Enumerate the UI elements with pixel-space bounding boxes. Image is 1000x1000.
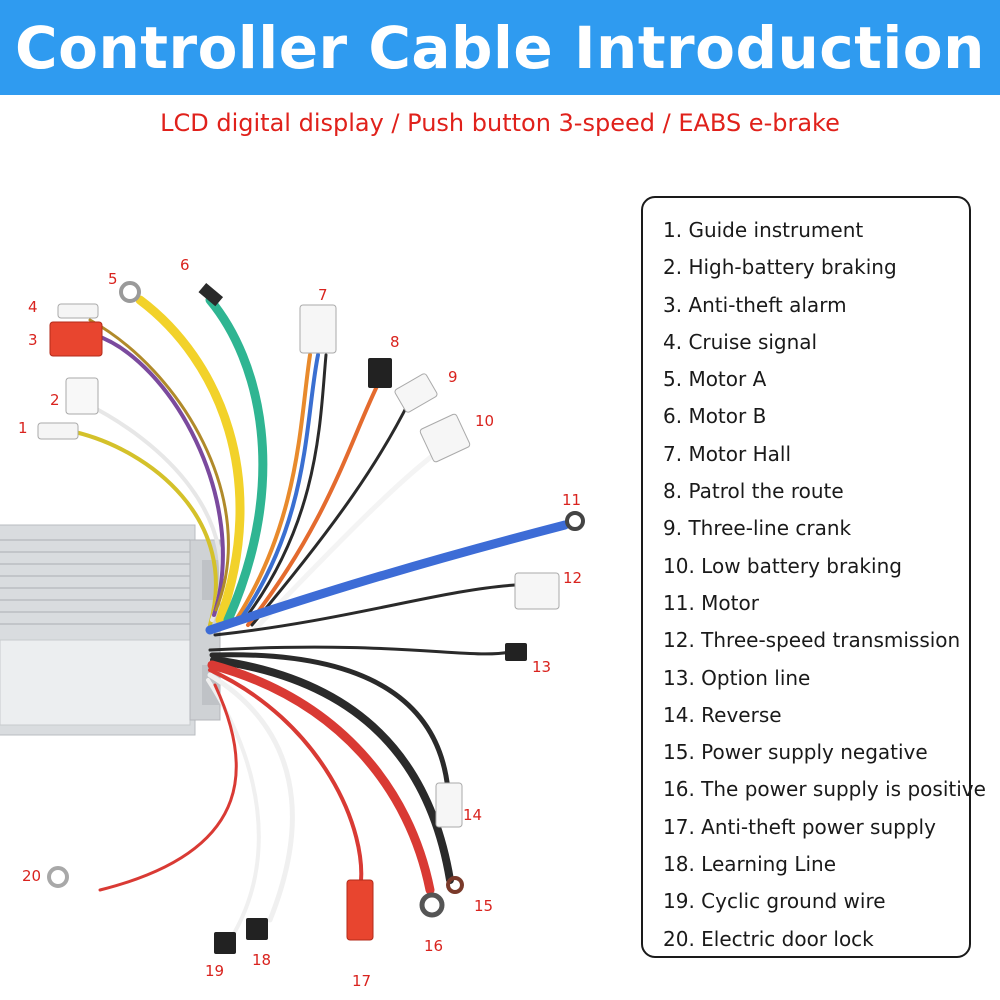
- wire-anti-theft-power: [208, 668, 364, 892]
- ring-terminal-5: [119, 281, 141, 303]
- page-title: Controller Cable Introduction: [15, 13, 985, 82]
- wire-option-line: [208, 645, 512, 656]
- legend-item: 7. Motor Hall: [663, 441, 791, 466]
- callout-15: 15: [474, 897, 493, 915]
- connector-8: [368, 358, 392, 388]
- legend-item: 5. Motor A: [663, 367, 767, 392]
- page-subtitle: LCD digital display / Push button 3-spee…: [160, 109, 840, 137]
- ring-terminal-11: [565, 511, 585, 531]
- connectors: [37, 281, 585, 954]
- legend-item: 20. Electric door lock: [663, 926, 874, 951]
- connector-14: [435, 782, 463, 828]
- callout-4: 4: [28, 298, 38, 316]
- callout-6: 6: [180, 256, 190, 274]
- legend-item: 8. Patrol the route: [663, 479, 844, 504]
- ring-terminal-20: [47, 866, 69, 888]
- legend-item: 14. Reverse: [663, 702, 782, 727]
- legend-item: 6. Motor B: [663, 404, 767, 429]
- callout-16: 16: [424, 937, 443, 955]
- callout-3: 3: [28, 331, 38, 349]
- wire-reverse: [209, 652, 451, 793]
- ring-terminal-15: [446, 876, 464, 894]
- title-banner: Controller Cable Introduction: [0, 0, 1000, 95]
- cable-legend: 1. Guide instrument 2. High-battery brak…: [641, 196, 986, 958]
- wire-electric-door-lock: [98, 683, 238, 892]
- wire-power-negative: [210, 656, 454, 884]
- callout-12: 12: [563, 569, 582, 587]
- connector-1: [37, 422, 79, 440]
- legend-item: 19. Cyclic ground wire: [663, 889, 886, 914]
- connector-17: [346, 879, 374, 941]
- connector-18: [246, 918, 268, 940]
- legend-item: 4. Cruise signal: [663, 329, 818, 354]
- legend-item: 3. Anti-theft alarm: [663, 292, 847, 317]
- callout-13: 13: [532, 658, 551, 676]
- connector-19: [214, 932, 236, 954]
- callout-numbers: 1 2 3 4 5 6 7 8 9 10 11 12 13 14 15 16 1…: [18, 256, 582, 990]
- wire-three-speed: [213, 583, 517, 637]
- callout-8: 8: [390, 333, 400, 351]
- legend-list: 1. Guide instrument 2. High-battery brak…: [663, 216, 986, 962]
- connector-4: [57, 303, 99, 319]
- legend-item: 17. Anti-theft power supply: [663, 814, 936, 839]
- connector-7: [299, 304, 337, 354]
- wire-cruise-signal: [88, 318, 230, 612]
- wire-learning-line: [207, 672, 295, 923]
- legend-item: 10. Low battery braking: [663, 553, 902, 578]
- callout-14: 14: [463, 806, 482, 824]
- callout-1: 1: [18, 419, 28, 437]
- callout-19: 19: [205, 962, 224, 980]
- legend-item: 1. Guide instrument: [663, 218, 864, 242]
- wire-three-line-crank: [250, 398, 412, 627]
- connector-13: [505, 643, 527, 661]
- wire-motor-hall-1: [234, 353, 312, 622]
- legend-item: 16. The power supply is positive: [663, 777, 986, 802]
- controller-box: [0, 524, 221, 736]
- legend-item: 18. Learning Line: [663, 852, 837, 877]
- wire-patrol-route: [246, 378, 382, 627]
- wire-power-positive: [207, 660, 435, 895]
- wire-guide-instrument: [73, 430, 218, 627]
- legend-item: 13. Option line: [663, 665, 811, 690]
- callout-7: 7: [318, 286, 328, 304]
- legend-item: 15. Power supply negative: [663, 740, 928, 765]
- callout-5: 5: [108, 270, 118, 288]
- wire-motor-a: [135, 295, 245, 625]
- callout-11: 11: [562, 491, 581, 509]
- connector-9: [394, 373, 438, 413]
- legend-item: 11. Motor: [663, 590, 759, 615]
- wire-low-battery-braking: [253, 447, 443, 631]
- legend-item: 2. High-battery braking: [663, 255, 897, 280]
- legend-item: 12. Three-speed transmission: [663, 628, 961, 653]
- callout-17: 17: [352, 972, 371, 990]
- ring-terminal-16: [419, 892, 445, 918]
- connector-10: [419, 413, 471, 463]
- connector-3: [49, 321, 103, 357]
- callout-20: 20: [22, 867, 41, 885]
- callout-18: 18: [252, 951, 271, 969]
- terminal-6: [198, 282, 224, 307]
- wire-motor-b: [205, 295, 268, 625]
- callout-2: 2: [50, 391, 60, 409]
- wire-anti-theft-alarm: [93, 333, 225, 617]
- wire-motor-hall-3: [242, 353, 328, 622]
- wire-motor-hall-2: [238, 353, 320, 622]
- wire-motor-main: [205, 520, 570, 635]
- connector-2: [65, 377, 99, 415]
- legend-item: 9. Three-line crank: [663, 516, 852, 541]
- wire-bundle: [73, 295, 570, 637]
- callout-10: 10: [475, 412, 494, 430]
- callout-9: 9: [448, 368, 458, 386]
- connector-12: [514, 572, 560, 610]
